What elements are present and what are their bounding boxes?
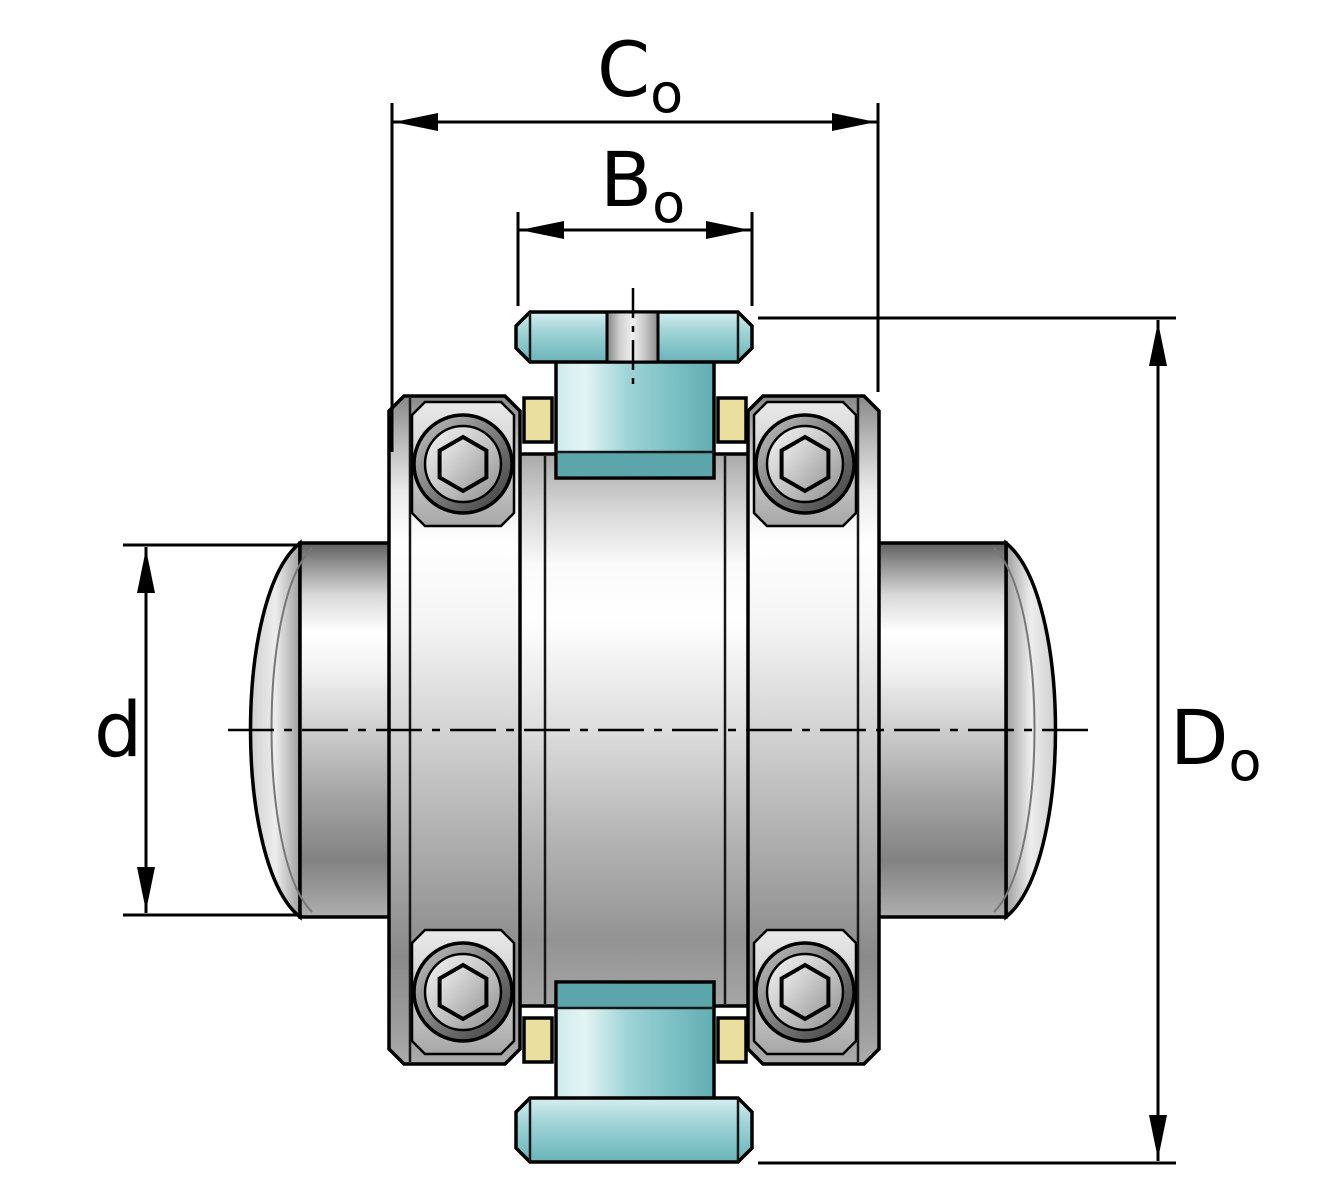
dim-label-co: Co [597, 25, 683, 125]
dim-label-d: d [94, 685, 142, 774]
arrowhead-left-icon [394, 113, 438, 131]
socket-screw-bottom-right [754, 941, 856, 1043]
arrowhead-right-icon [832, 113, 876, 131]
arrowhead-left-icon [520, 221, 564, 239]
arrowhead-up-icon [1149, 322, 1167, 366]
shaft-right-break-line [993, 547, 1036, 913]
arrowhead-down-icon [137, 867, 155, 911]
seal-top-right [716, 396, 748, 444]
dim-subscript: o [1229, 730, 1262, 793]
dim-symbol: d [94, 685, 142, 774]
bottom-fitting-shadow-band [558, 984, 712, 1008]
dimension-outer-diameter: Do [758, 316, 1262, 1165]
dimension-fitting-width: Bo [516, 135, 754, 306]
seal-top-left [522, 396, 554, 444]
hex-socket-icon [779, 434, 831, 494]
dim-subscript: o [652, 172, 685, 235]
arrowhead-down-icon [1149, 1115, 1167, 1159]
socket-screw-top-left [412, 413, 514, 515]
centerlines [228, 288, 1098, 732]
dimension-annotations: Co Bo d Do [94, 25, 1262, 1165]
arrowhead-right-icon [706, 221, 750, 239]
dim-subscript: o [650, 62, 683, 125]
top-fitting-shadow-band [558, 452, 712, 476]
hex-socket-icon [437, 434, 489, 494]
socket-screw-bottom-left [412, 941, 514, 1043]
dimension-shaft-diameter: d [94, 543, 302, 917]
seal-bottom-right [716, 1016, 748, 1064]
socket-screw-top-right [754, 413, 856, 515]
coupling-assembly [387, 310, 881, 1164]
shaft-left-end-face [248, 539, 302, 921]
bottom-cap [514, 1096, 754, 1164]
dim-label-do: Do [1170, 693, 1262, 793]
dim-label-bo: Bo [600, 135, 685, 235]
right-flange [746, 394, 881, 1066]
dimension-outer-width: Co [390, 25, 880, 452]
dim-symbol: B [600, 135, 652, 224]
dim-symbol: C [597, 25, 650, 114]
seal-bottom-left [522, 1016, 554, 1064]
dim-symbol: D [1170, 693, 1229, 782]
arrowhead-up-icon [137, 549, 155, 593]
hex-socket-icon [779, 962, 831, 1022]
hex-socket-icon [437, 962, 489, 1022]
